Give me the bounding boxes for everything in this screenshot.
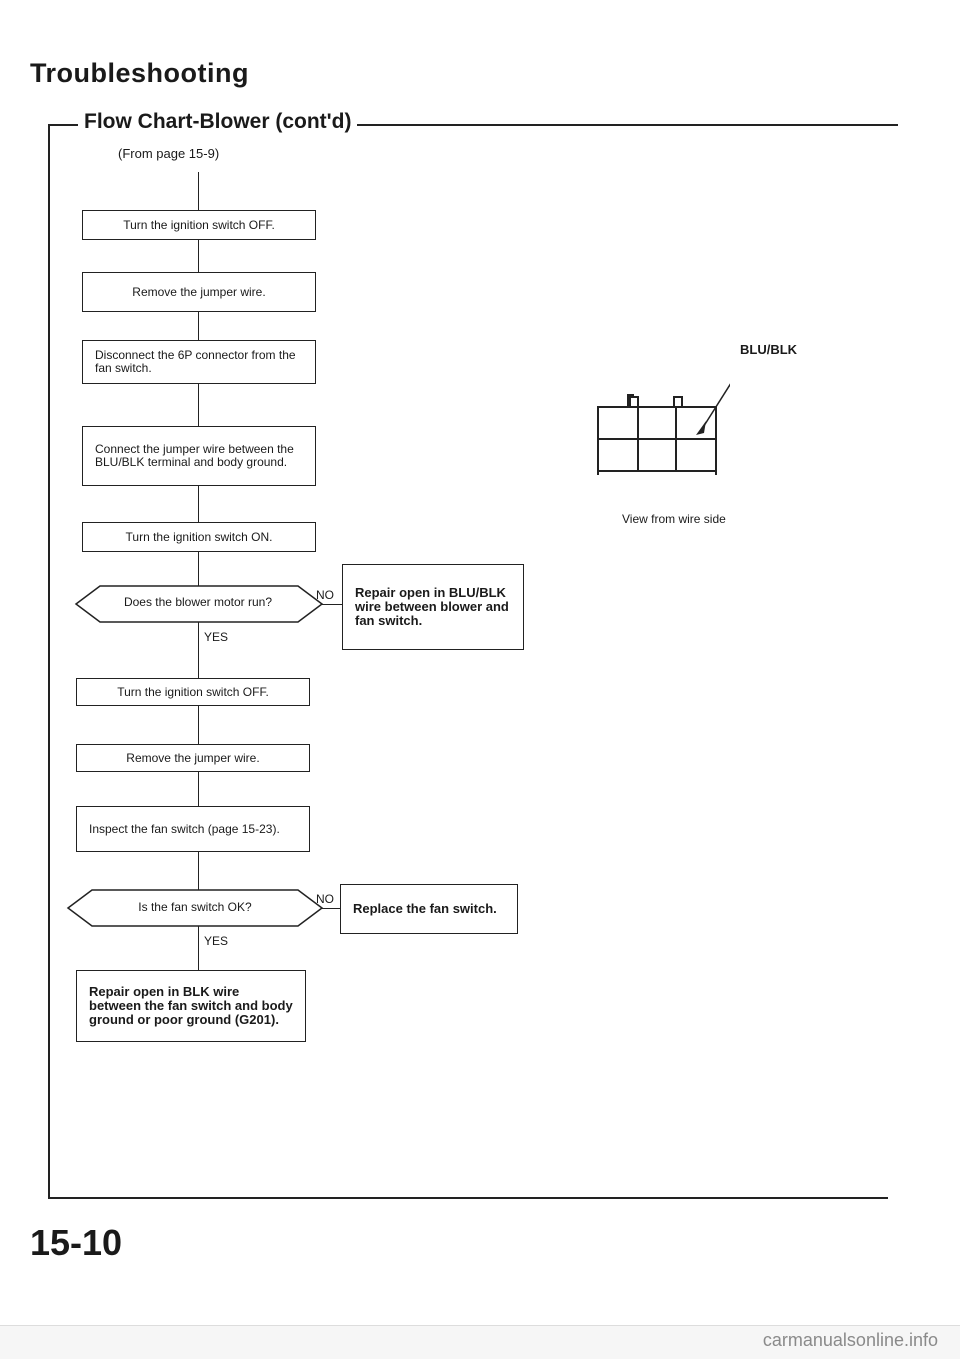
- no-branch-connector: [322, 908, 342, 909]
- from-page-reference: (From page 15-9): [118, 146, 220, 161]
- result-text: Repair open in BLK wire between the fan …: [89, 984, 293, 1027]
- flow-connector: [198, 772, 199, 806]
- step-remove-jumper-2: Remove the jumper wire.: [76, 744, 310, 772]
- step-text: Remove the jumper wire.: [132, 284, 266, 299]
- step-text: Connect the jumper wire between the BLU/…: [95, 442, 294, 469]
- connector-caption: View from wire side: [622, 512, 726, 526]
- no-label: NO: [316, 588, 334, 602]
- step-text: Inspect the fan switch (page 15-23).: [89, 821, 280, 836]
- flow-connector: [198, 620, 199, 678]
- no-label: NO: [316, 892, 334, 906]
- section-subtitle: Flow Chart-Blower (cont'd): [78, 110, 358, 134]
- flow-connector: [198, 924, 199, 970]
- result-repair-blk-wire: Repair open in BLK wire between the fan …: [76, 970, 306, 1042]
- flow-connector: [198, 486, 199, 522]
- step-remove-jumper: Remove the jumper wire.: [82, 272, 316, 312]
- step-inspect-fan-switch: Inspect the fan switch (page 15-23).: [76, 806, 310, 852]
- frame-bottom-rule: [48, 1197, 888, 1199]
- flow-connector: [198, 852, 199, 892]
- flow-connector: [198, 552, 199, 588]
- result-text: Repair open in BLU/BLK wire between blow…: [355, 585, 509, 628]
- footer-watermark: carmanualsonline.info: [762, 1330, 938, 1350]
- yes-label: YES: [204, 630, 229, 644]
- section-rule: [48, 124, 898, 126]
- page-title: Troubleshooting: [30, 58, 249, 88]
- step-connect-jumper: Connect the jumper wire between the BLU/…: [82, 426, 316, 486]
- footer-bar: [0, 1325, 960, 1359]
- frame-left-rule: [48, 124, 50, 1199]
- decision-blower-runs: Does the blower motor run?: [123, 595, 273, 609]
- step-text: Turn the ignition switch OFF.: [117, 684, 269, 699]
- page-number: 15-10: [30, 1222, 123, 1263]
- step-text: Turn the ignition switch ON.: [125, 529, 273, 544]
- step-disconnect-connector: Disconnect the 6P connector from the fan…: [82, 340, 316, 384]
- no-branch-connector: [322, 604, 342, 605]
- connector-6p-diagram: [597, 383, 730, 475]
- result-text: Replace the fan switch.: [353, 901, 497, 916]
- step-ignition-off: Turn the ignition switch OFF.: [82, 210, 316, 240]
- result-repair-blu-blk: Repair open in BLU/BLK wire between blow…: [342, 564, 524, 650]
- step-text: Turn the ignition switch OFF.: [123, 217, 275, 232]
- flow-connector: [198, 240, 199, 272]
- result-replace-fan-switch: Replace the fan switch.: [340, 884, 518, 934]
- wire-label: BLU/BLK: [740, 342, 798, 357]
- step-text: Remove the jumper wire.: [126, 750, 260, 765]
- step-ignition-on: Turn the ignition switch ON.: [82, 522, 316, 552]
- flow-connector: [198, 312, 199, 340]
- decision-fan-switch-ok: Is the fan switch OK?: [138, 900, 252, 914]
- step-text: Disconnect the 6P connector from the fan…: [95, 348, 296, 375]
- flow-connector: [198, 172, 199, 210]
- flow-connector: [198, 384, 199, 426]
- yes-label: YES: [204, 934, 229, 948]
- step-ignition-off-2: Turn the ignition switch OFF.: [76, 678, 310, 706]
- flow-connector: [198, 706, 199, 744]
